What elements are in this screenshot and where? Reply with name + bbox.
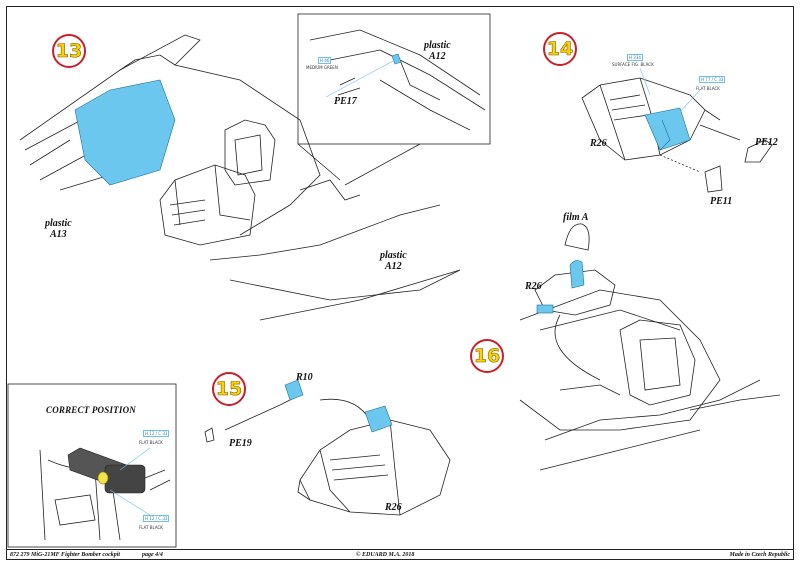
r26-step16-label: R26: [525, 281, 542, 292]
correct-position-title: CORRECT POSITION: [46, 405, 136, 415]
pe12-label: PE12: [755, 137, 778, 148]
pe17-highlight: [391, 53, 402, 65]
footer-page: page 4/4: [142, 552, 163, 558]
pe19-part: [204, 427, 215, 443]
footer-origin: Made in Czech Republic: [729, 552, 790, 558]
step13-cockpit-tub: [159, 119, 276, 246]
colour-caption-cp-top: FLAT BLACK: [139, 440, 163, 445]
step13-highlight: [74, 79, 176, 186]
pe11-label: PE11: [710, 196, 733, 207]
step-15-badge: 15: [212, 372, 246, 406]
step16-cockpit: [519, 269, 781, 471]
colour-caption-pe17: MEDIUM GREEN: [306, 65, 338, 70]
colour-code-step14-b: H 77 / C 33: [699, 76, 726, 83]
pe11-part: [704, 165, 723, 193]
step13-fuselage-drawing: [19, 34, 461, 321]
colour-code-pe17: H 46: [318, 57, 332, 64]
footer-bar: 872 279 MiG-21MF Fighter Bomber cockpit …: [6, 549, 794, 560]
instruction-sheet-frame: [6, 6, 794, 560]
r26-step15-label: R26: [385, 502, 402, 513]
step-14-badge: 14: [543, 32, 577, 66]
r26-step14-label: R26: [590, 138, 607, 149]
photo-etch-highlights: [74, 53, 691, 433]
film-a-label: film A: [563, 212, 589, 223]
pe19-label: PE19: [229, 438, 252, 449]
colour-caption-step14-a: SURFACE FIG. BLACK: [612, 62, 654, 67]
step15-cockpit-tub: [224, 394, 451, 516]
colour-caption-cp-bottom: FLAT BLACK: [139, 525, 163, 530]
step13-detail-insert: [297, 13, 491, 186]
pe12-part: [744, 139, 773, 163]
pe17-label: PE17: [334, 96, 357, 107]
colour-code-cp-bottom: H 12 / C 33: [143, 515, 170, 522]
r10-part: [284, 379, 304, 401]
step16-panel-highlight: [536, 304, 554, 314]
footer-copyright: © EDUARD M.A. 2018: [356, 552, 415, 558]
step15-highlight: [364, 405, 393, 433]
r10-label: R10: [296, 372, 313, 383]
step-13-badge: 13: [52, 34, 86, 68]
colour-code-step14-a: H 334: [627, 54, 643, 61]
gunsight-illustration: [67, 447, 146, 494]
step14-highlight: [644, 107, 691, 151]
step-16-badge: 16: [470, 339, 504, 373]
footer-product: 872 279 MiG-21MF Fighter Bomber cockpit: [10, 552, 121, 558]
film-a-part: [564, 223, 590, 251]
colour-caption-step14-b: FLAT BLACK: [696, 86, 720, 91]
colour-code-cp-top: H 12 / C 33: [143, 430, 170, 437]
step16-seat-highlight: [569, 260, 585, 289]
